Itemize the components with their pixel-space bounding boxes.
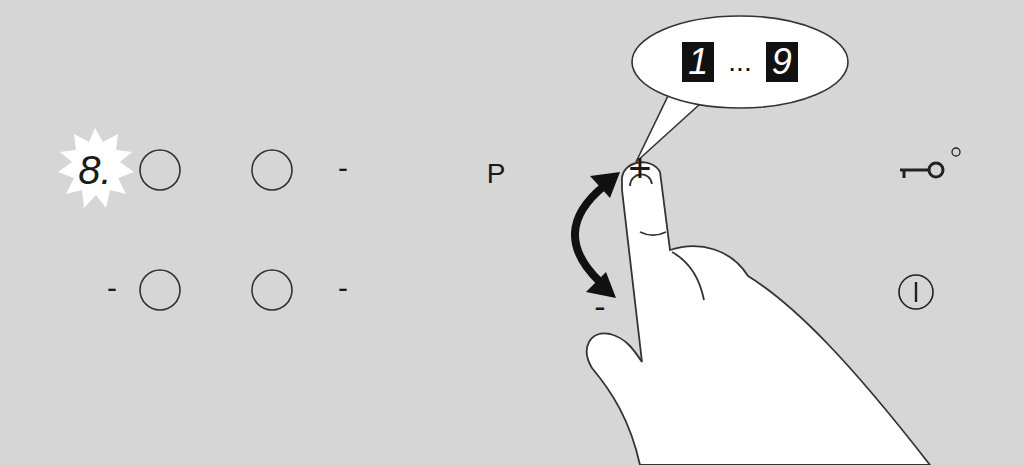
program-key: P bbox=[487, 160, 506, 188]
range-ellipsis: ... bbox=[728, 48, 751, 76]
plus-key: + bbox=[628, 148, 651, 188]
minus-key: - bbox=[594, 289, 605, 323]
display-glow bbox=[58, 128, 134, 208]
cooking-zones bbox=[140, 150, 292, 310]
callout-bubble: 1... 9 bbox=[630, 14, 850, 110]
display-digit: 8. bbox=[78, 150, 111, 190]
power-icon bbox=[899, 275, 933, 309]
curved-arrow bbox=[575, 172, 620, 298]
level-digit: 9 bbox=[766, 42, 798, 82]
hand bbox=[587, 162, 930, 465]
key-lock-icon bbox=[900, 148, 960, 178]
minus-marker: - bbox=[107, 273, 117, 303]
level-digit: 1 bbox=[682, 42, 714, 82]
minus-marker: - bbox=[338, 153, 348, 183]
minus-marker: - bbox=[338, 273, 348, 303]
